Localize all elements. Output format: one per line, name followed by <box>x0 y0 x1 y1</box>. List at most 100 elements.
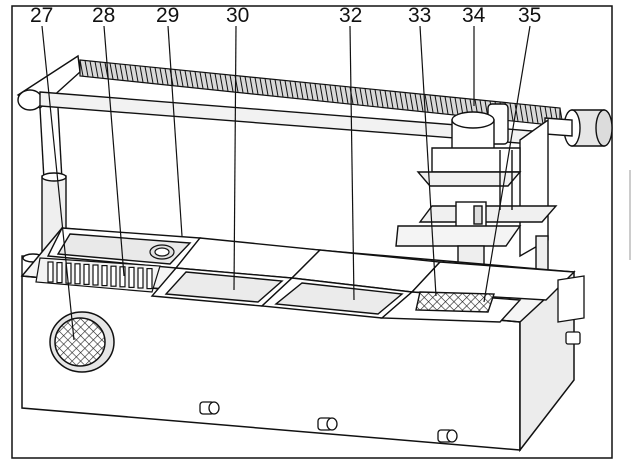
screw-thread-line <box>359 87 364 106</box>
screw-thread-line <box>189 70 194 88</box>
screw-thread-line <box>164 68 169 85</box>
screw-thread-line <box>229 74 234 92</box>
screw-thread-line <box>289 80 294 98</box>
screw-thread-line <box>399 91 404 110</box>
screw-thread-line <box>179 69 184 87</box>
screw-thread-line <box>294 81 299 99</box>
label-30: 30 <box>226 4 249 27</box>
roller-fin <box>74 263 81 285</box>
mesh-filter-27 <box>49 311 115 373</box>
screw-thread-line <box>119 63 124 81</box>
screw-thread-line <box>124 64 129 81</box>
drawing-border <box>11 5 613 459</box>
screw-thread-line <box>214 73 219 91</box>
screw-thread-line <box>364 88 369 106</box>
screw-thread-line <box>329 84 334 103</box>
screw-thread-line <box>374 89 379 107</box>
drain-pegs <box>199 401 458 443</box>
screw-thread-line <box>529 104 534 123</box>
screw-thread-line <box>519 103 524 122</box>
screw-thread-line <box>319 83 324 102</box>
screw-thread-line <box>154 67 159 84</box>
label-29: 29 <box>156 4 179 27</box>
screw-thread-line <box>249 76 254 94</box>
screw-thread-line <box>184 70 189 88</box>
screw-thread-line <box>394 91 399 109</box>
roller-fin <box>146 268 153 290</box>
screw-thread-line <box>94 61 99 78</box>
screw-thread-line <box>309 82 314 101</box>
compartment-32 <box>260 249 442 319</box>
screw-thread-line <box>84 60 89 77</box>
screw-thread-line <box>159 67 164 85</box>
screw-thread-line <box>314 83 319 101</box>
screw-thread-line <box>524 104 529 123</box>
screw-thread-line <box>239 75 244 93</box>
screw-thread-line <box>334 85 339 103</box>
roller-fin <box>56 262 63 284</box>
screw-thread-line <box>299 81 304 100</box>
screw-thread-line <box>109 62 114 80</box>
label-28: 28 <box>92 4 115 27</box>
roller-fin <box>119 266 126 288</box>
screw-thread-line <box>114 63 119 80</box>
roller-fin <box>83 263 90 285</box>
screw-thread-line <box>339 85 344 104</box>
screw-thread-line <box>219 73 224 91</box>
screw-thread-line <box>224 74 229 92</box>
screw-thread-line <box>259 77 264 95</box>
screw-thread-line <box>434 95 439 114</box>
small-spool <box>149 244 175 260</box>
lead-screw <box>79 59 564 127</box>
screw-thread-line <box>379 89 384 108</box>
screw-thread-line <box>174 69 179 86</box>
screw-thread-line <box>509 102 514 121</box>
roller-fin <box>128 266 135 288</box>
roller-fin <box>137 267 144 289</box>
screw-thread-line <box>539 105 544 124</box>
screw-thread-line <box>199 71 204 89</box>
screw-thread-line <box>439 95 444 114</box>
screw-thread-line <box>149 66 154 84</box>
screw-thread-line <box>324 84 329 102</box>
screw-thread-line <box>209 72 214 90</box>
left-support-column <box>21 107 67 277</box>
label-34: 34 <box>462 4 486 27</box>
screw-thread-line <box>389 90 394 109</box>
screw-thread-line <box>99 61 104 79</box>
screw-thread-line <box>454 97 459 116</box>
screw-thread-line <box>269 78 274 96</box>
roller-fin <box>110 265 117 287</box>
leader-lines <box>41 25 531 341</box>
screw-thread-line <box>444 96 449 115</box>
label-35: 35 <box>518 4 541 27</box>
screw-thread-line <box>204 72 209 90</box>
screw-thread-line <box>139 65 144 83</box>
roller-fin <box>92 264 99 286</box>
top-frame-rod <box>16 54 546 146</box>
screw-thread-line <box>129 64 134 82</box>
screw-thread-line <box>264 78 269 96</box>
screw-thread-line <box>194 71 199 89</box>
screw-thread-line <box>254 77 259 95</box>
screw-thread-line <box>134 65 139 82</box>
screw-thread-line <box>279 79 284 97</box>
screw-thread-line <box>274 79 279 97</box>
screw-thread-line <box>409 92 414 111</box>
compartment-30 <box>150 237 322 307</box>
screw-thread-line <box>344 86 349 104</box>
roller-fin <box>47 261 54 283</box>
screw-thread-line <box>424 94 429 113</box>
side-motor <box>557 275 585 345</box>
screw-thread-line <box>89 60 94 78</box>
screw-thread-line <box>244 76 249 94</box>
screw-thread-line <box>384 90 389 108</box>
screw-thread-line <box>369 88 374 107</box>
screw-thread-line <box>144 66 149 83</box>
label-32: 32 <box>339 4 362 27</box>
screw-thread-line <box>449 96 454 115</box>
screw-thread-line <box>79 59 84 77</box>
screw-thread-line <box>419 93 424 112</box>
roller-fin <box>101 265 108 287</box>
